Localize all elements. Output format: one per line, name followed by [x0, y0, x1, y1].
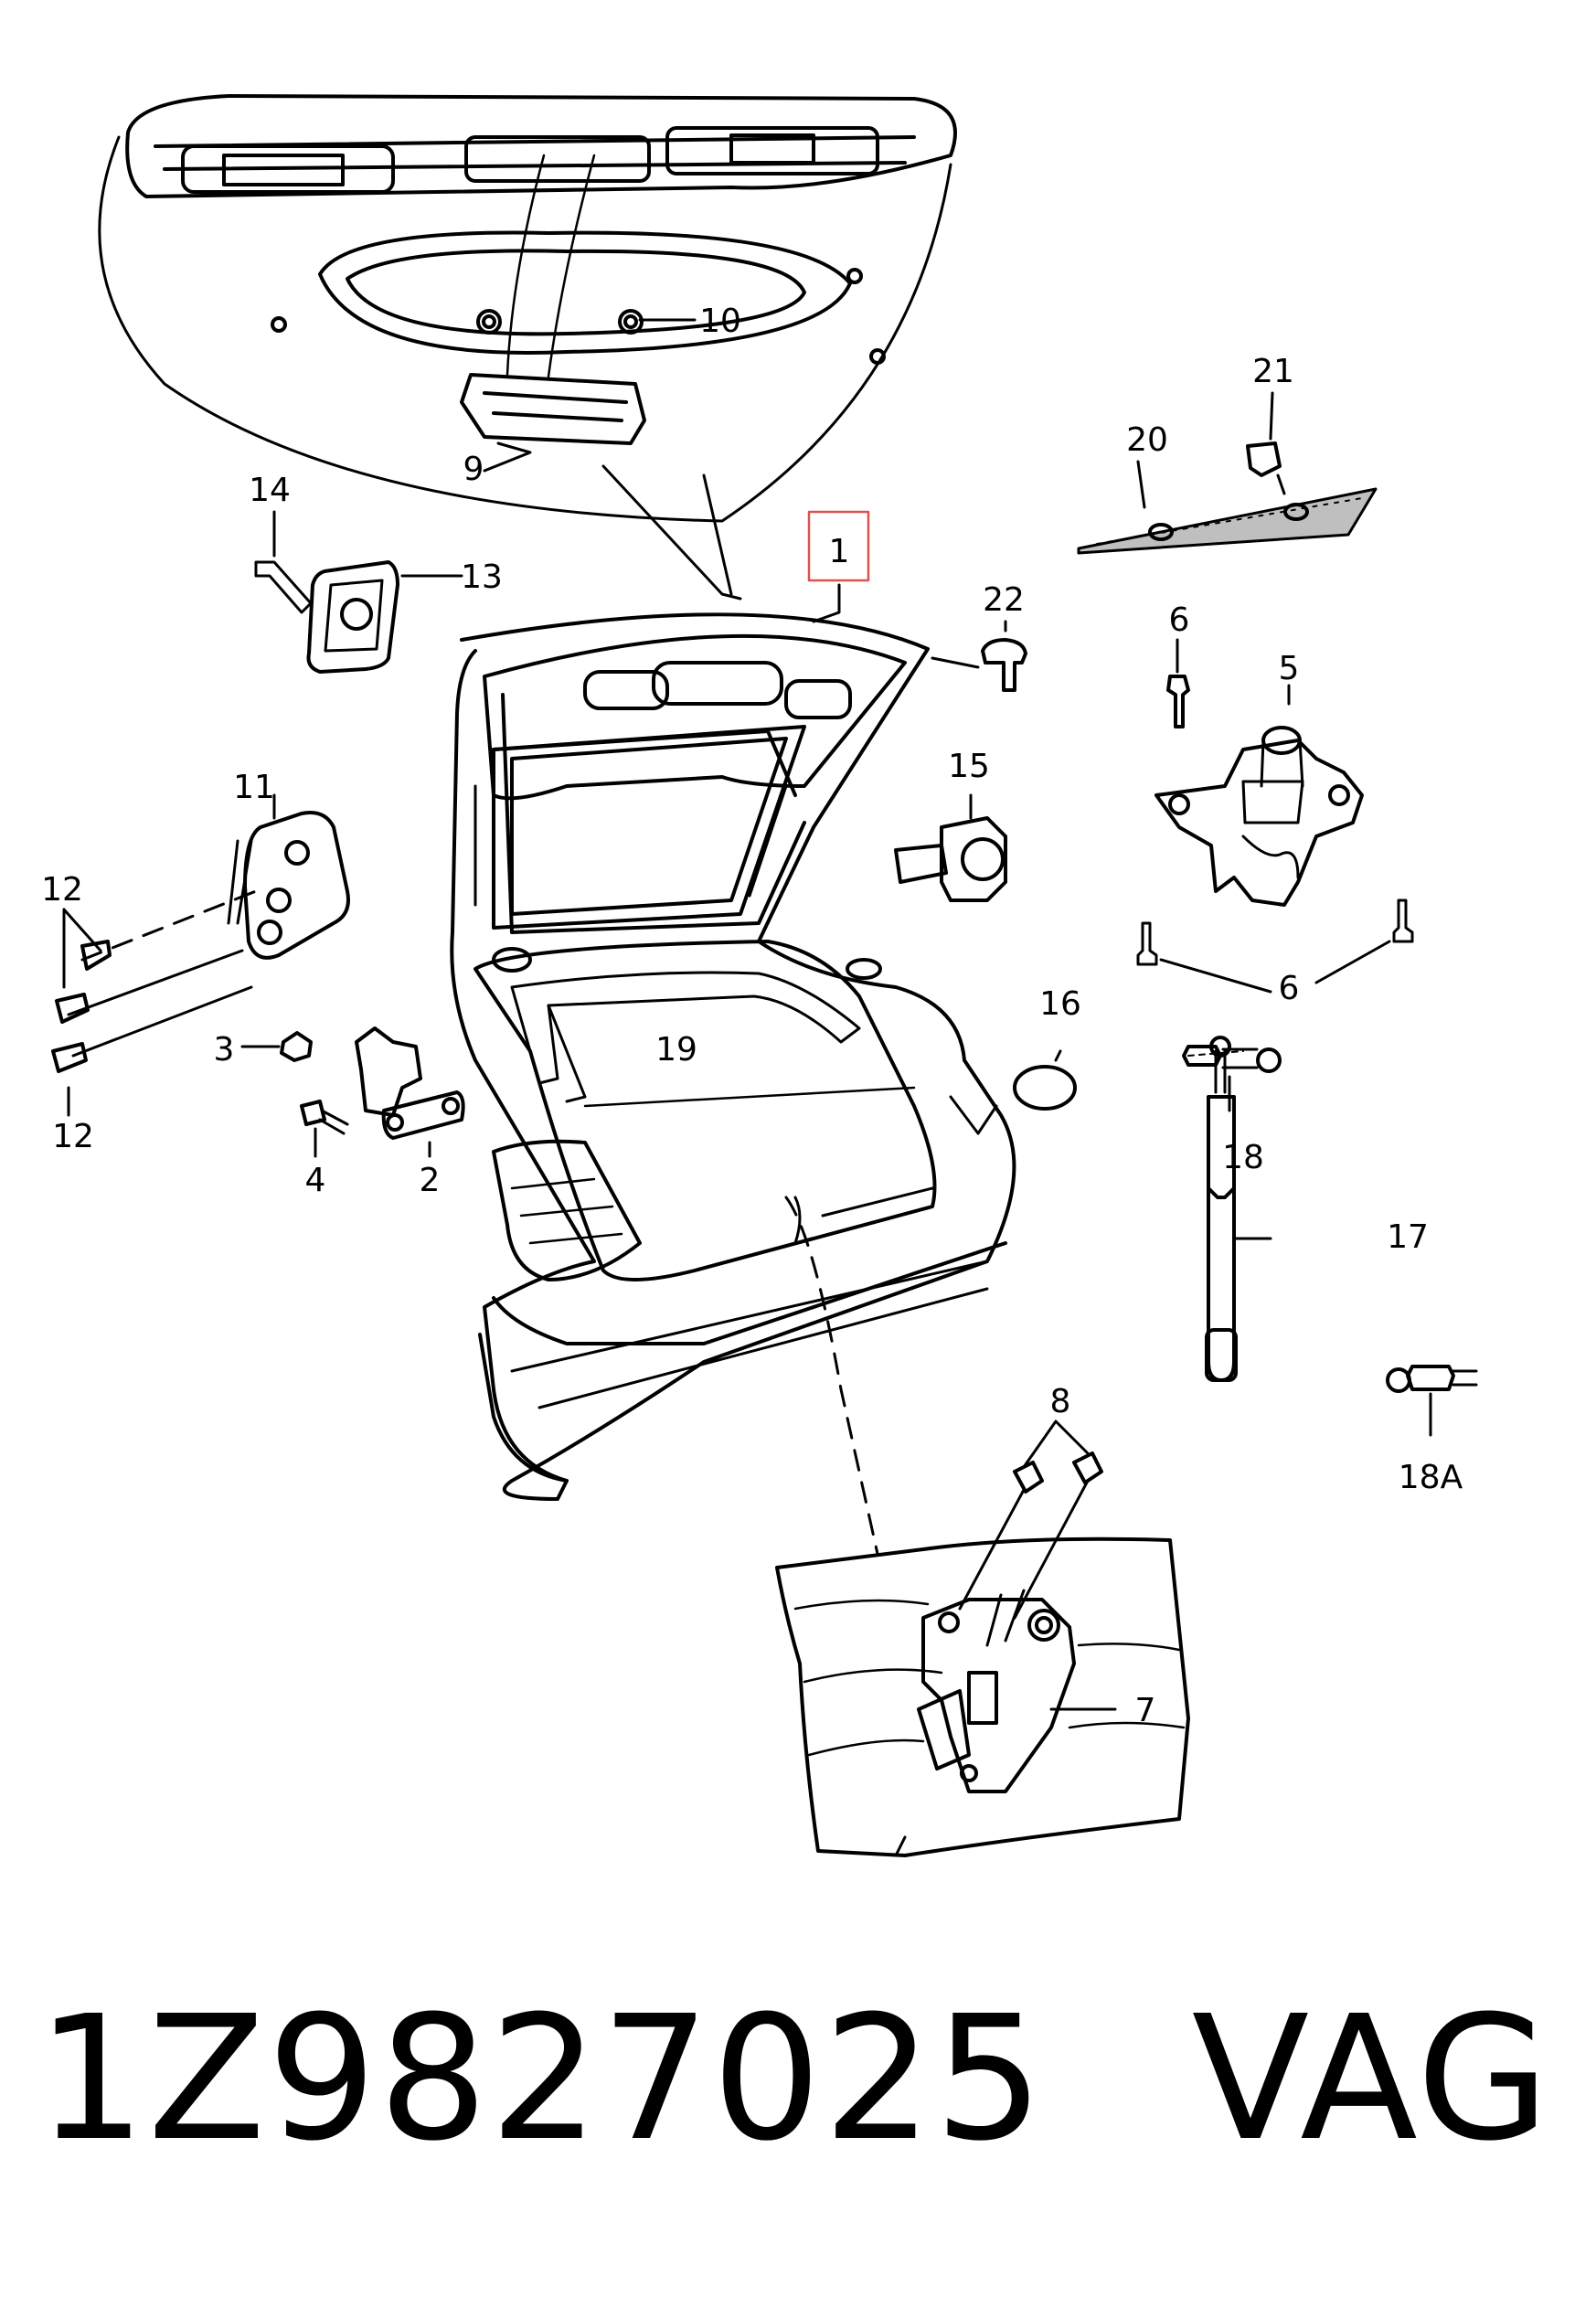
- detail-view-striker: [775, 1420, 1190, 1857]
- callout-6-bottom: 6: [1279, 970, 1300, 1007]
- detail-view-handle: [98, 94, 957, 601]
- callout-8: 8: [1050, 1383, 1071, 1420]
- insulation-part-20: [1077, 391, 1378, 555]
- o-ring-part-16: [1013, 1065, 1077, 1111]
- callout-10: 10: [699, 303, 741, 340]
- bushing-part-15: [894, 793, 1007, 902]
- hinge-part-11: [51, 793, 350, 1117]
- parts-diagram: 1 2 3 4 5 6 6 7 8 9 10 11 12 12 13 14 15…: [41, 94, 1478, 1857]
- buffer-part-22: [981, 620, 1027, 692]
- callout-4: 4: [305, 1162, 326, 1199]
- callout-3: 3: [214, 1031, 235, 1069]
- callout-18: 18: [1222, 1139, 1264, 1176]
- callout-9: 9: [463, 451, 484, 488]
- callout-18a: 18A: [1399, 1459, 1463, 1496]
- callout-13: 13: [461, 558, 503, 596]
- callout-21: 21: [1252, 353, 1294, 390]
- ball-stud-part-18: [1182, 1045, 1282, 1112]
- handle-part-13: [254, 510, 463, 674]
- callout-1: 1: [829, 533, 850, 570]
- callout-22: 22: [983, 581, 1025, 619]
- callout-7: 7: [1135, 1692, 1156, 1729]
- bolt-part-4: [300, 1100, 349, 1158]
- bracket-part-2: [355, 1026, 465, 1158]
- callout-17: 17: [1387, 1218, 1429, 1256]
- callout-5: 5: [1279, 650, 1300, 687]
- callout-6-top: 6: [1169, 601, 1190, 639]
- callout-12-bottom: 12: [52, 1118, 94, 1155]
- brand-name: VAG: [1191, 1979, 1552, 2179]
- tailgate-assembly: [227, 612, 1016, 1556]
- lock-part-5: [1136, 638, 1414, 994]
- part-1-highlight-box: [807, 510, 870, 582]
- callout-11: 11: [233, 769, 275, 806]
- callout-19: 19: [655, 1031, 697, 1069]
- part-number: 1Z9827025: [37, 1979, 1046, 2179]
- callout-12-top: 12: [41, 871, 83, 909]
- ball-stud-part-18a: [1386, 1365, 1478, 1437]
- callout-20: 20: [1126, 421, 1168, 459]
- callout-16: 16: [1039, 985, 1081, 1023]
- callout-15: 15: [948, 748, 990, 785]
- nut-part-3: [280, 1031, 313, 1062]
- callout-2: 2: [420, 1162, 441, 1199]
- callout-labels: 1 2 3 4 5 6 6 7 8 9 10 11 12 12 13 14 15…: [41, 303, 1463, 1729]
- callout-14: 14: [249, 472, 291, 509]
